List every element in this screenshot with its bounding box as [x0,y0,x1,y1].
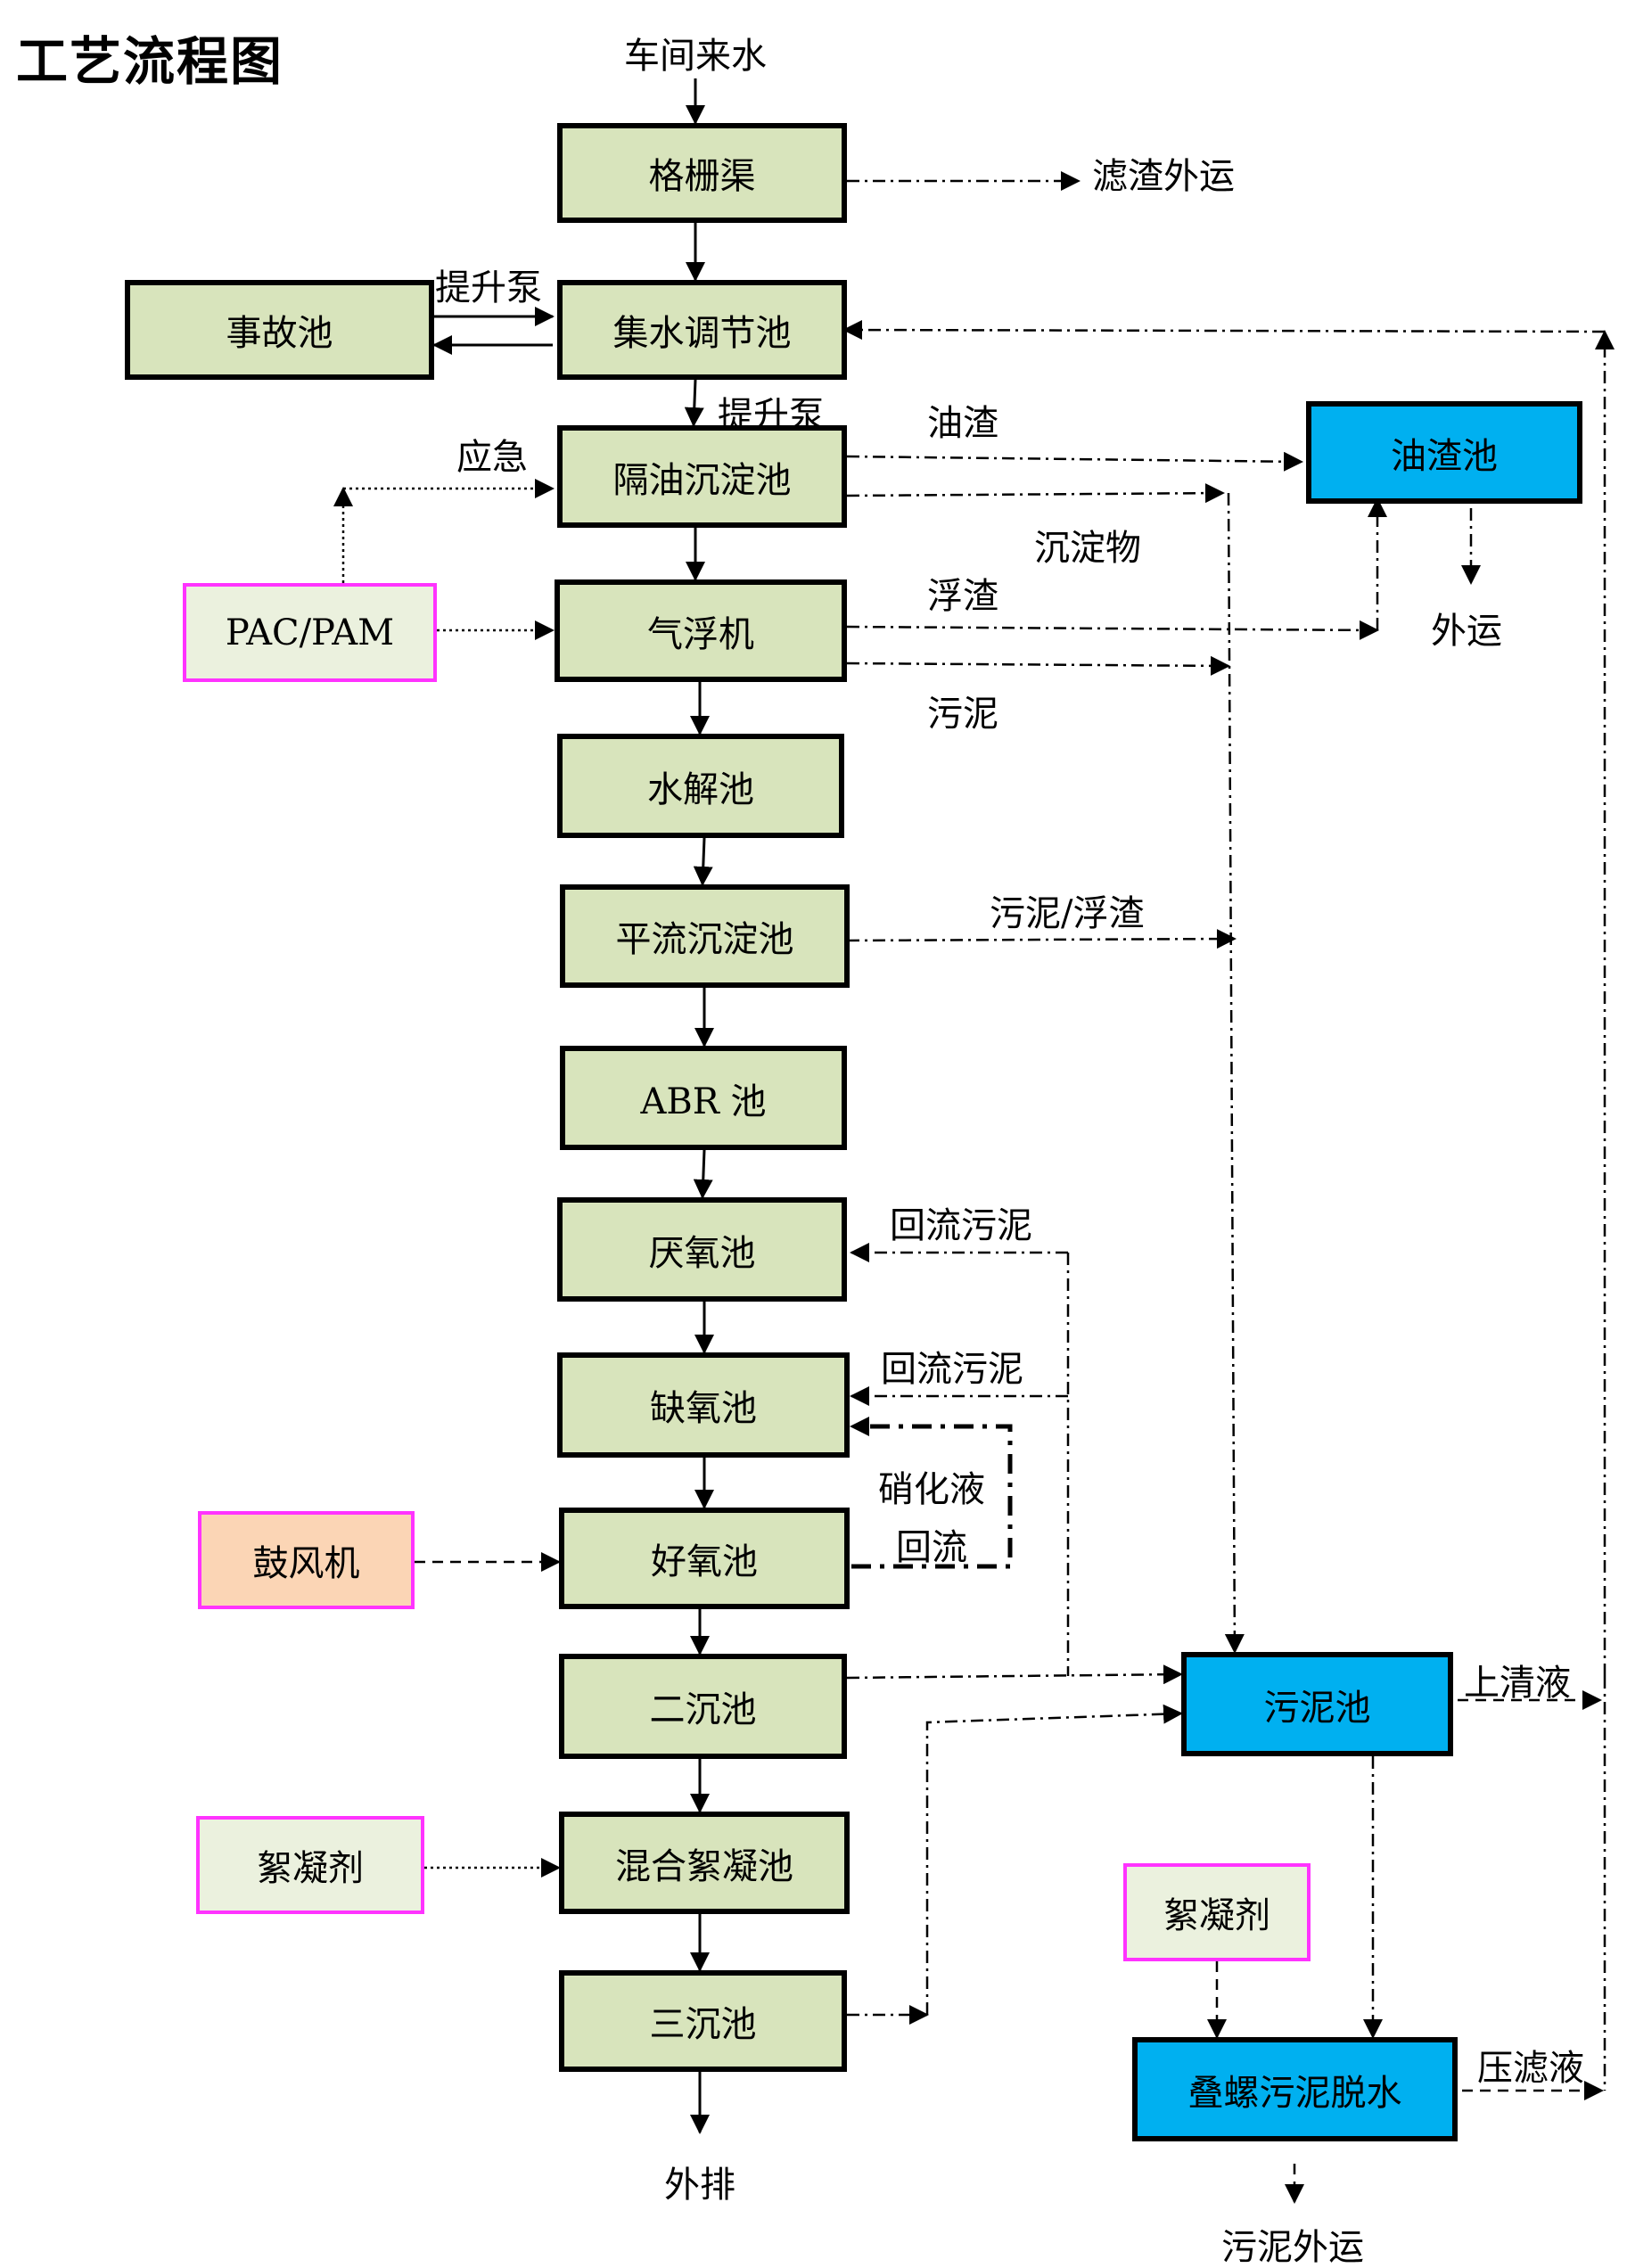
flocculant-dosing-2: 絮凝剂 [1123,1863,1311,1961]
accident-tank-label: 事故池 [226,313,333,354]
pac-pam-dosing: PAC/PAM [183,583,437,682]
supernatant-label: 上清液 [1464,1663,1571,1704]
flocculant-dosing-1: 絮凝剂 [196,1816,424,1914]
anaerobic-tank: 厌氧池 [557,1197,847,1302]
air-flotation-machine-label: 气浮机 [647,613,754,655]
sludge-tank: 污泥池 [1181,1652,1453,1756]
advection-sedimentation-tank: 平流沉淀池 [560,884,850,988]
mixing-flocculation-tank: 混合絮凝池 [559,1812,850,1914]
dotted-flow-lines [333,479,561,1878]
anoxic-tank: 缺氧池 [557,1352,850,1458]
oil-separation-tank-label: 隔油沉淀池 [612,459,792,501]
tertiary-clarifier: 三沉池 [559,1970,847,2072]
oil-residue-tank-label: 油渣池 [1391,435,1498,477]
flow-scum [846,620,1379,640]
sludge-out-label: 污泥外运 [1221,2227,1364,2268]
aerobic-tank-label: 好氧池 [651,1541,758,1582]
mixing-flocculation-tank-label: 混合絮凝池 [615,1845,793,1887]
nitrate-label-1: 硝化液 [878,1469,985,1510]
blower-label: 鼓风机 [252,1543,360,1584]
sediment-label: 沉淀物 [1034,528,1141,569]
dashed-flow-lines [415,1552,1604,2204]
flow-nitrate-return [850,1417,1013,1569]
flow-secondary-to-sludge-tank [846,1664,1183,1685]
flow-hydrolysis-advection [693,837,713,886]
oil-residue-tank: 油渣池 [1306,401,1582,504]
flow-oil-slag [846,451,1303,472]
flocculant-1-label: 絮凝剂 [257,1848,364,1889]
anoxic-tank-label: 缺氧池 [650,1388,757,1429]
nitrate-label-2: 回流 [896,1527,967,1568]
regulating-tank: 集水调节池 [557,280,847,380]
abr-tank: ABR 池 [560,1046,847,1150]
oil-slag-label: 油渣 [927,403,998,444]
sludge-tank-label: 污泥池 [1263,1687,1371,1729]
return-sludge-label-2: 回流污泥 [881,1349,1023,1390]
anaerobic-tank-label: 厌氧池 [648,1232,756,1274]
dashdot-flow-lines [842,171,1615,2091]
secondary-clarifier: 二沉池 [559,1654,847,1759]
sludge-label: 污泥 [927,694,998,735]
air-flotation-machine: 气浮机 [555,579,847,682]
flow-abr-anaerobic [693,1149,713,1199]
sludge-scum-label: 污泥/浮渣 [990,893,1145,934]
screen-residue-label: 滤渣外运 [1092,156,1235,197]
regulating-tank-label: 集水调节池 [612,313,792,354]
flocculant-2-label: 絮凝剂 [1163,1895,1270,1936]
lift-pump-label-1: 提升泵 [435,267,542,308]
flow-regulating-oilsep [684,379,704,427]
inflow-label: 车间来水 [624,36,767,77]
aerobic-tank: 好氧池 [559,1508,850,1609]
stack-screw-dewatering-label: 叠螺污泥脱水 [1187,2072,1402,2114]
secondary-clarifier-label: 二沉池 [649,1689,757,1730]
return-sludge-label-1: 回流污泥 [890,1205,1032,1246]
flow-return-to-regulating [842,320,1606,341]
flow-tertiary-loop-up [925,1704,1183,2015]
scum-label: 浮渣 [927,576,998,617]
discharge-label: 外排 [664,2165,735,2206]
flow-sludge-scum [846,929,1237,949]
advection-sedimentation-tank-label: 平流沉淀池 [615,919,794,960]
blower: 鼓风机 [198,1511,415,1609]
flow-sediment-to-sludge-tank [1224,492,1245,1654]
hydrolysis-tank: 水解池 [557,734,844,838]
diagram-title: 工艺流程图 [16,31,284,92]
flow-sediment [846,483,1225,504]
press-filtrate-label: 压滤液 [1477,2048,1584,2089]
grille-channel-label: 格栅渠 [648,156,756,197]
stack-screw-dewatering: 叠螺污泥脱水 [1132,2037,1458,2141]
flow-sludge-flotation [846,655,1230,676]
tertiary-clarifier-label: 三沉池 [649,2004,757,2045]
lift-pump-label-2: 提升泵 [718,395,825,436]
main-flow-lines [432,78,714,2134]
haul-out-label: 外运 [1431,611,1502,652]
grille-channel: 格栅渠 [557,123,847,223]
accident-tank: 事故池 [125,280,434,380]
pac-pam-label: PAC/PAM [225,612,395,653]
oil-separation-tank: 隔油沉淀池 [557,425,847,528]
emergency-label: 应急 [456,437,528,478]
hydrolysis-tank-label: 水解池 [647,768,754,810]
abr-tank-label: ABR 池 [640,1081,767,1122]
